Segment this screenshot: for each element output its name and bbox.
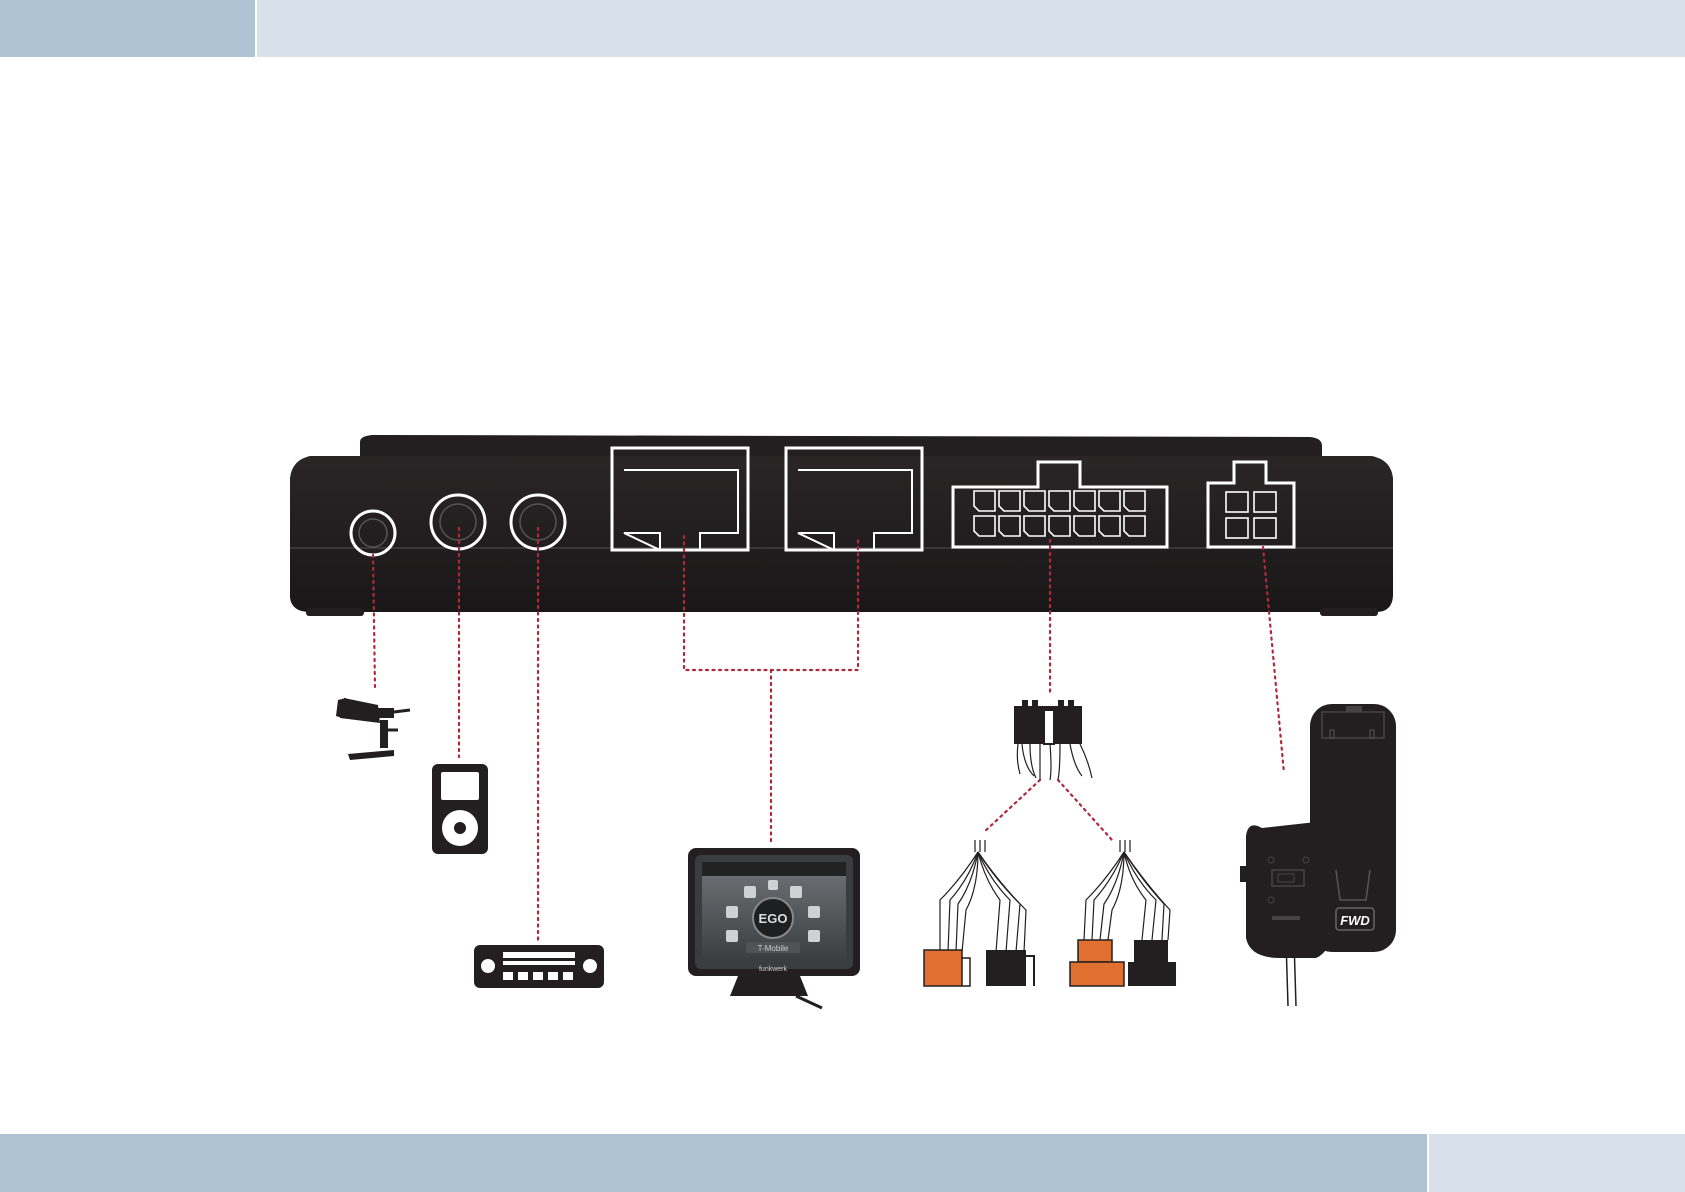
microphone-icon [336,698,410,760]
display-carrier-label: T-Mobile [758,944,789,953]
cradle-logo: FWD [1340,913,1370,928]
display-icon: EGO T-Mobile funkwerk [688,848,860,1008]
car-radio-icon [474,945,604,988]
display-brand-label: funkwerk [759,966,788,973]
music-player-icon [432,764,488,854]
main-unit [290,435,1393,616]
display-center-label: EGO [759,911,788,926]
iso-harness-icon [924,700,1176,986]
phone-cradle-icon: FWD [1240,704,1396,1006]
